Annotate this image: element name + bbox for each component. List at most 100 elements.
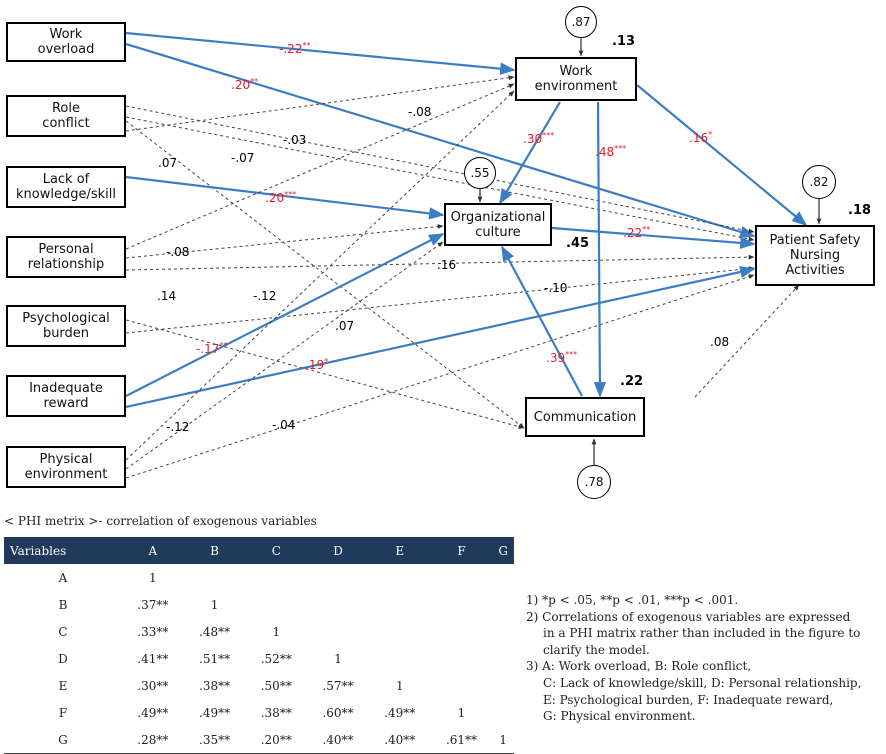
table-cell: .51** <box>199 651 231 666</box>
table-header-row: Variables A B C D E F G <box>4 537 514 564</box>
coef-f_psna: .19* <box>305 357 329 372</box>
table-cell <box>369 564 431 591</box>
column-header: A <box>121 537 184 564</box>
table-cell: .48** <box>199 624 231 639</box>
coef-we_oc: .30*** <box>523 131 555 146</box>
row-header-cell: E <box>58 678 68 693</box>
path-e_psna <box>125 266 755 334</box>
path-d_we <box>125 83 515 250</box>
table-cell <box>492 699 514 726</box>
coef-g_we: -.12 <box>253 289 277 303</box>
note-line: 3) A: Work overload, B: Role conflict, <box>526 659 752 674</box>
table-cell: 1 <box>334 651 342 666</box>
table-cell: .61** <box>430 726 493 754</box>
path-b_psna <box>125 105 755 234</box>
path-oc_psna <box>551 226 756 250</box>
column-header: D <box>307 537 369 564</box>
note-line: C: Lack of knowledge/skill, D: Personal … <box>543 675 862 690</box>
coef-we_comm: .48*** <box>595 144 627 159</box>
coef-a_psna: .20** <box>231 77 259 92</box>
note-line: E: Psychological burden, F: Inadequate r… <box>543 692 834 707</box>
table-cell: 1 <box>272 624 281 639</box>
table-cell <box>431 618 493 645</box>
error-term-psna: .82 <box>802 165 836 199</box>
path-g_psna <box>125 274 755 479</box>
table-cell: .35** <box>183 726 246 754</box>
table-cell <box>184 564 246 591</box>
note-line: 2) Correlations of exogenous variables a… <box>526 609 851 624</box>
table-cell <box>492 618 514 645</box>
table-cell <box>492 645 514 672</box>
path-comm_oc <box>501 245 583 397</box>
coef-oc_psna: .22** <box>623 225 651 240</box>
path-we_psna <box>636 84 808 226</box>
table-cell: 1 <box>149 570 157 585</box>
table-row: E.30**.38**.50**.57**1 <box>4 672 514 699</box>
table-cell: 1 <box>395 678 404 693</box>
row-header-cell: A <box>58 570 68 585</box>
coef-b_we: -.08 <box>408 105 432 119</box>
table-cell: .60** <box>322 705 354 720</box>
row-header-cell: F <box>58 705 68 720</box>
error-term-work-environment: .87 <box>565 6 597 38</box>
table-cell <box>245 591 307 618</box>
path-we_oc <box>499 101 561 205</box>
phi-matrix-title: < PHI metrix >- correlation of exogenous… <box>4 514 317 528</box>
path-f_psna <box>125 265 756 409</box>
column-header: B <box>183 537 246 564</box>
table-cell <box>431 645 493 672</box>
table-cell <box>492 591 514 618</box>
node-communication: Communication <box>525 397 645 437</box>
path-we_comm <box>593 101 607 398</box>
coef-f_oc: -.17** <box>196 341 228 356</box>
table-cell <box>369 591 431 618</box>
column-header: G <box>492 537 514 564</box>
table-row: C.33**.48**1 <box>4 618 514 645</box>
row-header-cell: D <box>58 651 68 666</box>
coef-d_we: .14 <box>157 289 177 303</box>
table-cell: .33** <box>137 624 169 639</box>
coef-e_comm: .07 <box>335 319 355 333</box>
r-squared-psna: .18 <box>848 203 872 218</box>
note-line: in a PHI matrix rather than included in … <box>543 626 861 641</box>
error-term-organizational-culture: .55 <box>464 157 496 189</box>
column-header: F <box>430 537 493 564</box>
table-cell: 1 <box>210 597 219 612</box>
path-c_oc <box>125 175 445 220</box>
table-cell: .57** <box>322 678 354 693</box>
path-g_oc <box>125 241 444 470</box>
coef-d_psna: .16 <box>437 258 457 272</box>
column-header: E <box>368 537 431 564</box>
coef-e_psna: -.10 <box>544 281 568 295</box>
note-line: clarify the model. <box>543 642 650 657</box>
table-cell: 1 <box>492 726 514 754</box>
path-comm_psna <box>694 284 800 398</box>
node-label: Communication <box>533 409 637 425</box>
path-c_psna <box>125 116 755 242</box>
column-header: C <box>245 537 308 564</box>
r-squared-communication: .22 <box>620 374 644 389</box>
table-cell: .52** <box>260 651 292 666</box>
column-header: Variables <box>4 537 122 564</box>
table-cell <box>307 591 369 618</box>
coef-we_psna: .16* <box>689 130 713 145</box>
table-cell <box>431 591 493 618</box>
table-cell <box>307 564 369 591</box>
table-cell: .30** <box>137 678 169 693</box>
row-header-cell: G <box>4 726 122 754</box>
